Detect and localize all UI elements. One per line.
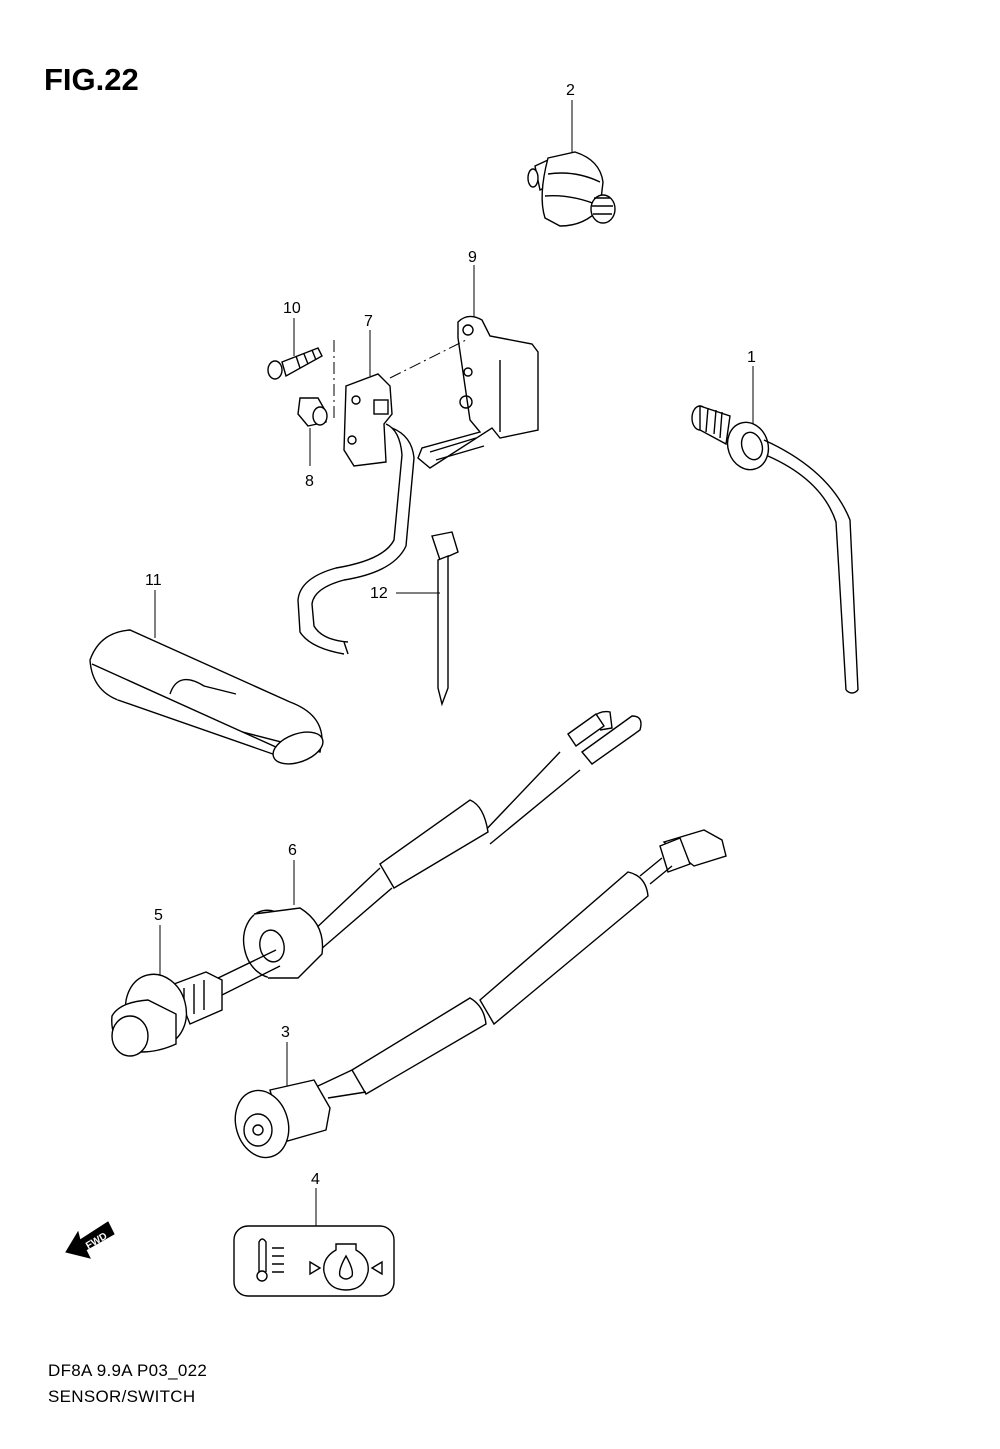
callout-3: 3	[281, 1024, 290, 1041]
temperature-icon	[256, 1238, 284, 1282]
part-1-temp-sensor[interactable]	[691, 366, 859, 694]
part-7-switch[interactable]	[343, 330, 467, 467]
part-12-cable-tie[interactable]	[396, 531, 459, 707]
callout-8: 8	[305, 473, 314, 490]
callout-7: 7	[364, 313, 373, 330]
part-11-protector[interactable]	[89, 590, 327, 770]
callout-12: 12	[370, 585, 388, 602]
callout-9: 9	[468, 249, 477, 266]
figure-title: FIG.22	[44, 62, 139, 97]
fwd-label: FWD	[84, 1231, 109, 1252]
switch-lead-wire	[297, 423, 415, 655]
oil-pressure-icon	[309, 1243, 383, 1291]
callout-6: 6	[288, 842, 297, 859]
part-10-screw[interactable]	[267, 318, 335, 420]
figure-code: DF8A 9.9A P03_022	[48, 1361, 208, 1380]
part-5-push-switch[interactable]	[111, 925, 281, 1057]
callout-1: 1	[747, 349, 756, 366]
callout-10: 10	[283, 300, 301, 317]
lower-harness	[317, 829, 727, 1099]
part-4-label[interactable]	[233, 1188, 395, 1297]
callout-4: 4	[311, 1171, 320, 1188]
callout-11: 11	[145, 572, 162, 589]
part-9-bracket[interactable]	[417, 265, 539, 469]
part-8-cap[interactable]	[297, 397, 328, 466]
fwd-arrow-icon: FWD	[65, 1221, 115, 1259]
part-6-grommet[interactable]	[237, 860, 324, 983]
figure-caption: SENSOR/SWITCH	[48, 1387, 196, 1406]
part-3-sensor[interactable]	[228, 1042, 331, 1164]
upper-harness	[311, 710, 642, 951]
part-2-pressure-switch[interactable]	[527, 100, 616, 227]
callout-5: 5	[154, 907, 163, 924]
callout-2: 2	[566, 82, 575, 99]
